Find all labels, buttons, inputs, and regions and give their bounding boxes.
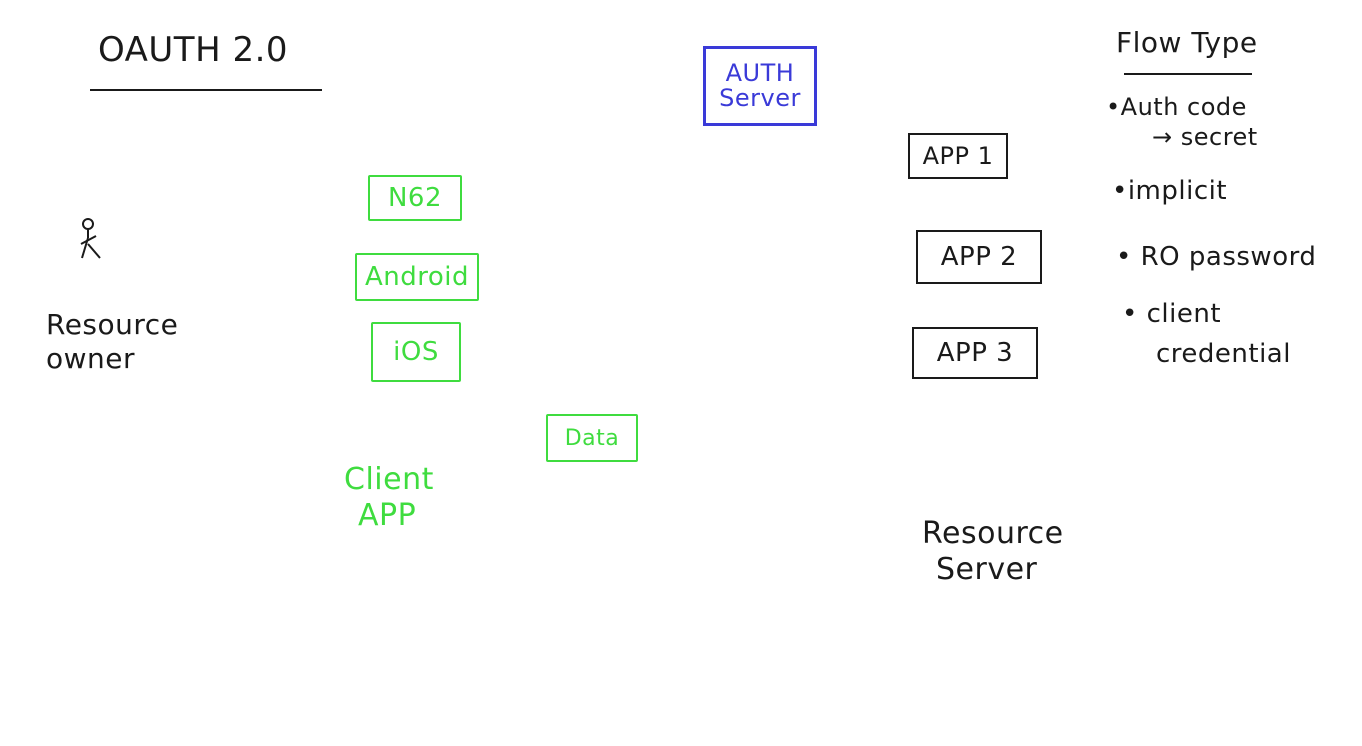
client-app-label-line1: Client: [344, 462, 434, 497]
flow-type-heading: Flow Type: [1116, 26, 1258, 59]
flow-type-item-ro-password: • RO password: [1116, 242, 1316, 272]
device-label: N62: [387, 183, 443, 213]
device-box-ios: iOS: [371, 322, 461, 382]
app-box-2: APP 2: [916, 230, 1042, 284]
device-label: iOS: [393, 337, 439, 367]
flow-type-text: •implicit: [1112, 176, 1228, 206]
resource-server-label: Resource Server: [922, 516, 1064, 588]
flow-type-text: • RO password: [1116, 242, 1317, 272]
app-label: APP 2: [940, 242, 1018, 272]
device-box-android: Android: [355, 253, 479, 301]
flow-type-underline: [1124, 73, 1252, 75]
flow-type-item-implicit: •implicit: [1112, 176, 1227, 206]
app-box-3: APP 3: [912, 327, 1038, 379]
flow-type-text: • client: [1122, 299, 1222, 329]
data-box: Data: [546, 414, 638, 462]
device-box-n62: N62: [368, 175, 462, 221]
flow-type-sub: credential: [1156, 339, 1291, 370]
app-label: APP 1: [922, 142, 994, 170]
resource-server-label-line2: Server: [936, 552, 1038, 587]
data-label: Data: [564, 425, 620, 451]
client-app-label-line2: APP: [358, 498, 417, 533]
flow-type-item-auth-code: •Auth code → secret: [1106, 92, 1258, 152]
device-label: Android: [364, 262, 470, 292]
auth-server-box: AUTH Server: [703, 46, 817, 126]
auth-server-line1: AUTH: [725, 58, 795, 87]
resource-owner-label: Resource owner: [46, 308, 178, 375]
app-label: APP 3: [936, 338, 1014, 368]
resource-owner-label-line2: owner: [46, 341, 136, 375]
flow-type-sub: → secret: [1152, 123, 1258, 151]
resource-server-label-line1: Resource: [922, 516, 1064, 551]
flow-type-item-client-credential: • client credential: [1122, 294, 1291, 375]
resource-owner-label-line1: Resource: [46, 308, 179, 341]
flow-type-text: •Auth code: [1106, 93, 1247, 121]
page-title: OAUTH 2.0: [98, 30, 289, 70]
client-app-label: Client APP: [344, 462, 434, 534]
app-box-1: APP 1: [908, 133, 1008, 179]
title-underline: [90, 89, 322, 91]
auth-server-line2: Server: [719, 84, 801, 112]
person-icon: [80, 218, 101, 259]
